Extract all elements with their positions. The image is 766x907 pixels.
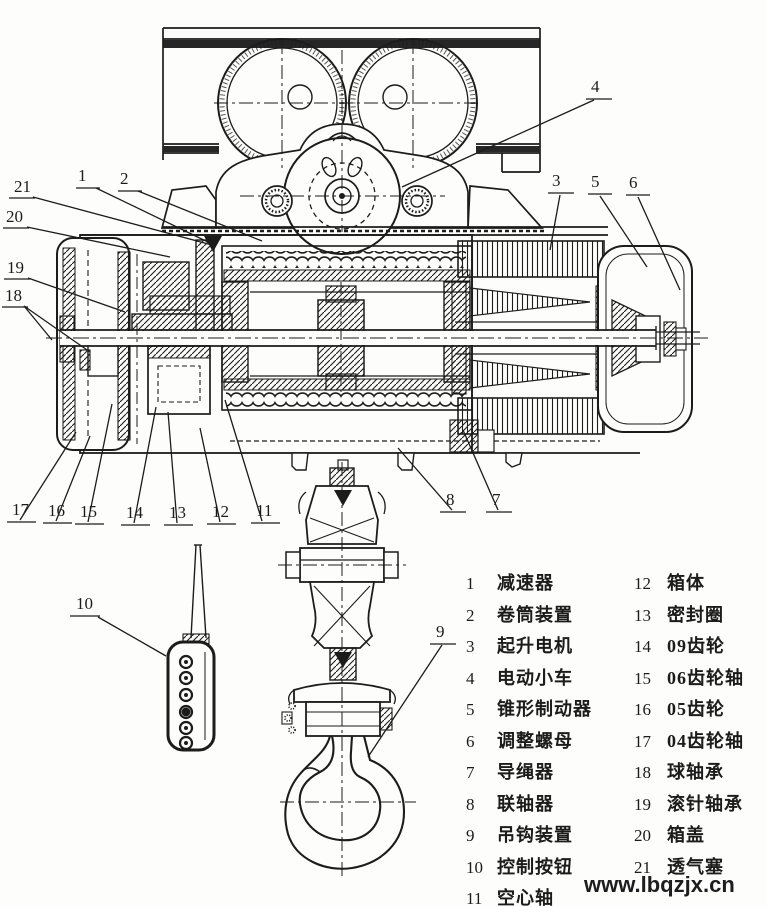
legend-part-name: 导绳器	[497, 762, 554, 782]
legend-part-number: 17	[634, 731, 651, 751]
legend-row: 17 04齿轮轴	[634, 726, 766, 758]
legend-part-name: 卷筒装置	[497, 604, 573, 625]
legend-part-name: 球轴承	[667, 762, 724, 782]
legend-part-number: 6	[466, 731, 475, 751]
callout-4: 4	[591, 77, 600, 96]
legend-row: 11 空心轴	[466, 883, 626, 907]
legend-part-number: 9	[466, 826, 475, 845]
callout-17: 17	[12, 500, 29, 519]
legend-part-number: 13	[634, 605, 651, 625]
legend-part-number: 1	[466, 574, 475, 593]
mounting-feet	[291, 419, 523, 471]
legend-row: 18 球轴承	[634, 757, 766, 789]
legend-part-name: 空心轴	[497, 888, 554, 907]
legend-row: 14 09齿轮	[634, 631, 766, 663]
legend-row: 6 调整螺母	[466, 726, 626, 758]
callout-13: 13	[169, 503, 186, 522]
legend-row: 15 06齿轮轴	[634, 663, 766, 695]
hook-assembly	[281, 459, 406, 870]
legend-part-name: 密封圈	[667, 604, 724, 625]
legend-part-name: 控制按钮	[497, 856, 573, 877]
legend-part-number: 3	[466, 637, 475, 656]
callout-19: 19	[7, 258, 24, 277]
callout-3: 3	[552, 171, 561, 190]
pendant-control	[166, 544, 216, 752]
legend-part-number: 8	[466, 794, 475, 814]
legend-part-name: 起升电机	[497, 636, 573, 656]
callout-15: 15	[80, 502, 97, 521]
callout-12: 12	[212, 502, 229, 521]
legend-part-name: 减速器	[497, 573, 554, 593]
legend-row: 10 控制按钮	[466, 852, 626, 884]
legend-column-right: 12 箱体 13 密封圈 14 09齿轮 15 06齿轮轴 16 05齿轮	[634, 568, 766, 883]
callout-20: 20	[6, 207, 23, 226]
legend-part-number: 14	[634, 637, 651, 656]
legend-part-name: 滚针轴承	[667, 793, 743, 814]
legend-row: 16 05齿轮	[634, 694, 766, 726]
legend-row: 19 滚针轴承	[634, 789, 766, 821]
monorail-beam	[162, 27, 541, 173]
legend-part-name: 箱体	[667, 573, 705, 593]
legend-part-name: 09齿轮	[667, 636, 725, 656]
legend-part-number: 20	[634, 826, 651, 845]
legend-part-name: 06齿轮轴	[667, 667, 744, 688]
callout-6: 6	[629, 173, 638, 192]
legend-part-number: 12	[634, 574, 651, 593]
legend-part-name: 联轴器	[497, 793, 554, 814]
callout-14: 14	[126, 503, 143, 522]
legend-part-number: 15	[634, 668, 651, 688]
legend-row: 12 箱体	[634, 568, 766, 600]
legend-row: 2 卷筒装置	[466, 600, 626, 632]
website-watermark: www.lbqzjx.cn	[584, 872, 735, 897]
legend-row: 9 吊钩装置	[466, 820, 626, 852]
legend-part-name: 透气塞	[667, 856, 724, 877]
callout-7: 7	[492, 490, 501, 509]
callout-21: 21	[14, 177, 31, 196]
legend-row: 5 锥形制动器	[466, 694, 626, 726]
legend-row: 21 透气塞	[634, 852, 766, 884]
legend-row: 1 减速器	[466, 568, 626, 600]
legend-part-name: 箱盖	[667, 825, 705, 845]
callout-leaders	[2, 98, 681, 758]
legend-part-name: 锥形制动器	[497, 699, 592, 719]
callout-1: 1	[78, 166, 87, 185]
legend-part-name: 05齿轮	[667, 699, 725, 719]
legend-part-number: 21	[634, 857, 651, 877]
legend-row: 13 密封圈	[634, 600, 766, 632]
legend-part-number: 2	[466, 605, 475, 625]
legend-part-name: 吊钩装置	[497, 825, 573, 845]
callout-5: 5	[591, 172, 600, 191]
callout-11: 11	[256, 501, 273, 520]
legend-column-left: 1 减速器 2 卷筒装置 3 起升电机 4 电动小车 5 锥形制动器	[466, 568, 626, 907]
centerlines	[46, 40, 708, 876]
legend-row: 20 箱盖	[634, 820, 766, 852]
legend-part-number: 10	[466, 857, 483, 877]
legend-row: 3 起升电机	[466, 631, 626, 663]
legend-row: 7 导绳器	[466, 757, 626, 789]
legend-row: 4 电动小车	[466, 663, 626, 695]
legend-part-number: 7	[466, 763, 475, 782]
legend-part-number: 16	[634, 700, 651, 719]
callout-2: 2	[120, 169, 129, 188]
legend-part-name: 电动小车	[497, 667, 573, 688]
legend-part-number: 18	[634, 763, 651, 782]
legend-part-number: 4	[466, 668, 475, 688]
legend-part-number: 11	[466, 889, 483, 907]
legend-part-name: 调整螺母	[497, 730, 573, 751]
callout-16: 16	[48, 501, 65, 520]
callout-18: 18	[5, 286, 22, 305]
callout-8: 8	[446, 490, 455, 509]
callout-10: 10	[76, 594, 93, 613]
legend-part-number: 5	[466, 700, 475, 719]
callout-9: 9	[436, 622, 445, 641]
legend-row: 8 联轴器	[466, 789, 626, 821]
legend-part-name: 04齿轮轴	[667, 730, 744, 751]
legend-part-number: 19	[634, 794, 651, 814]
